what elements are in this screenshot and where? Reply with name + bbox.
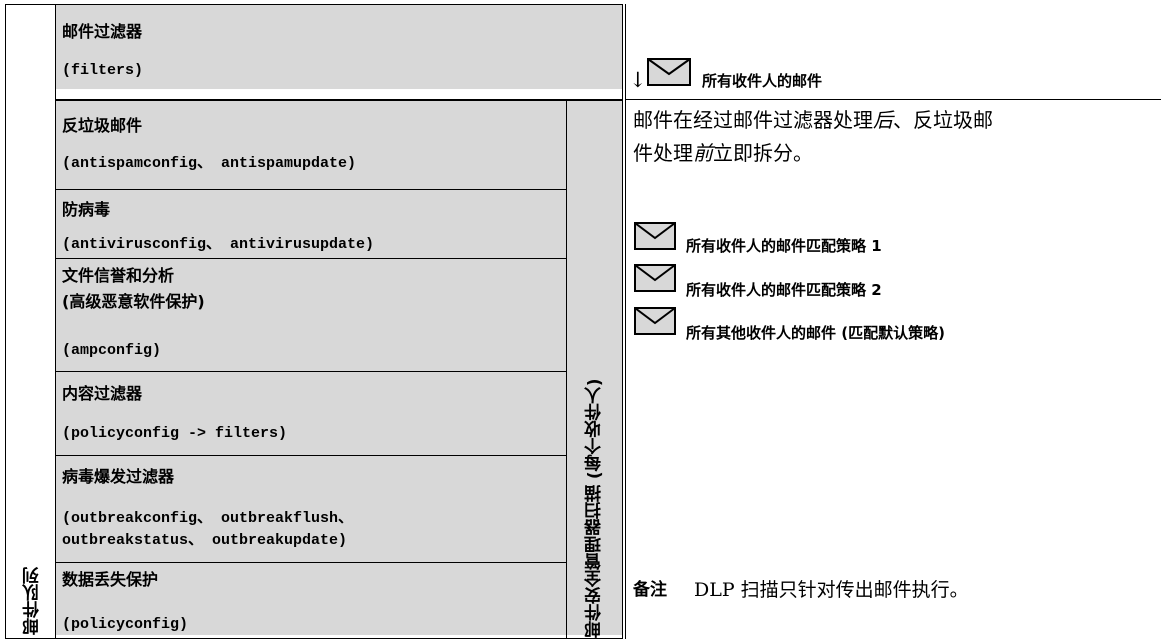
down-arrow-icon: ↓ (629, 68, 647, 92)
stage-subtitle: (高级恶意软件保护) (62, 292, 205, 311)
stage-config: (antivirusconfig、 antivirusupdate) (62, 236, 375, 253)
stage-title: 病毒爆发过滤器 (62, 467, 175, 486)
stage-config: (filters) (62, 62, 144, 79)
split-note-before-word: 前 (693, 141, 713, 165)
stage-config: (antispamconfig、 antispamupdate) (62, 155, 357, 172)
split-note-line-2: 件处理前立即拆分。 (633, 140, 813, 166)
split-note-middle-a: 、反垃圾邮 (893, 108, 993, 132)
scan-column-label: 邮件安全管理器扫描 (每个收件人) (585, 378, 605, 638)
footnote-text: DLP 扫描只针对传出邮件执行。 (694, 579, 969, 601)
envelope-icon (634, 307, 676, 335)
stage-title: 内容过滤器 (62, 384, 143, 403)
split-note-after-word: 后 (873, 108, 893, 132)
split-note-middle-b: 件处理 (633, 141, 693, 165)
stage-cell-bg-scanning (56, 101, 566, 635)
envelope-icon (634, 222, 676, 250)
stage-config-line: (outbreakconfig、 outbreakflush、 (62, 510, 354, 527)
stage-config-line: outbreakstatus、 outbreakupdate) (62, 532, 348, 549)
envelope-icon (634, 264, 676, 292)
stage-title: 反垃圾邮件 (62, 116, 143, 135)
stage-title: 数据丢失保护 (62, 570, 159, 589)
all-recipients-label: 所有收件人的邮件 (702, 72, 823, 90)
envelope-label: 所有其他收件人的邮件 (匹配默认策略) (686, 324, 945, 342)
footnote-label: 备注 (633, 580, 667, 600)
stage-title: 邮件过滤器 (62, 22, 143, 41)
stage-config: (ampconfig) (62, 342, 162, 359)
envelope-label: 所有收件人的邮件匹配策略 2 (686, 281, 882, 299)
split-note-line-1: 邮件在经过邮件过滤器处理后、反垃圾邮 (633, 107, 993, 133)
split-note-end: 立即拆分。 (713, 141, 813, 165)
mail-queue-label: 邮件队列 (23, 567, 43, 635)
stage-config: (policyconfig -> filters) (62, 425, 288, 442)
stage-cell-bg-filters (56, 4, 622, 89)
envelope-icon (647, 58, 691, 86)
scan-column-bg (567, 101, 622, 635)
envelope-label: 所有收件人的邮件匹配策略 1 (686, 237, 882, 255)
stage-config: (policyconfig) (62, 616, 189, 633)
stage-title: 文件信誉和分析 (62, 266, 175, 285)
stage-title: 防病毒 (62, 200, 111, 219)
split-note-before: 邮件在经过邮件过滤器处理 (633, 108, 873, 132)
